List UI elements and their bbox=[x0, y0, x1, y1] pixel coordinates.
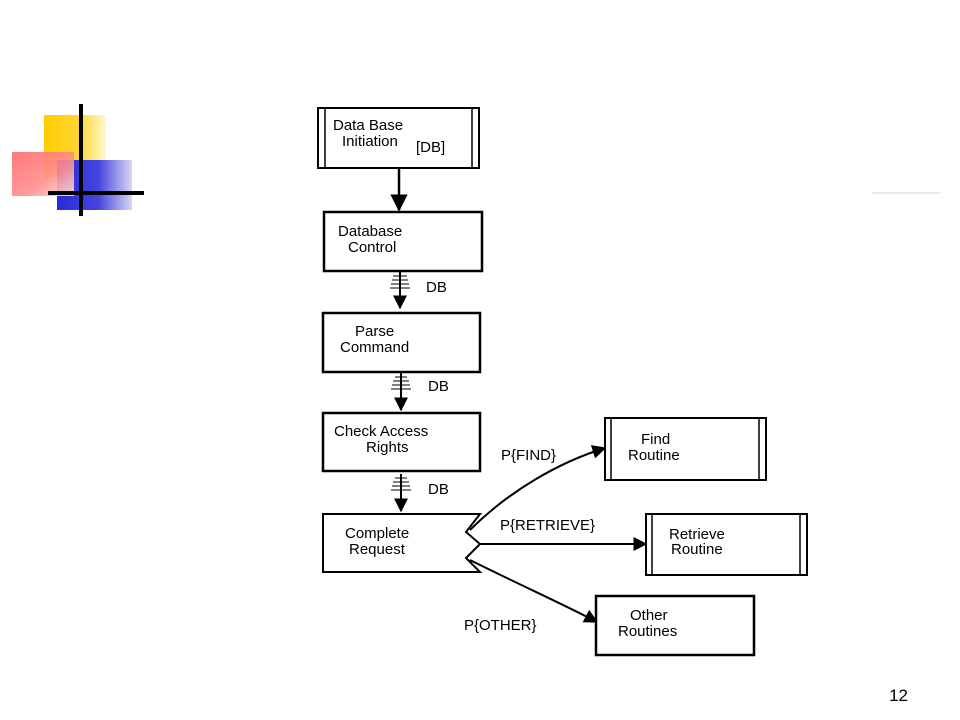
node-database-control-line2: Control bbox=[348, 239, 396, 256]
data-flow-db-2-label: DB bbox=[428, 378, 449, 395]
node-check-access-rights: Check Access Rights bbox=[321, 411, 482, 473]
node-find-routine: Find Routine bbox=[604, 417, 767, 481]
data-flow-db-2: DB bbox=[391, 373, 449, 412]
node-parse-command-line2: Command bbox=[340, 339, 409, 356]
node-other-routines: Other Routines bbox=[594, 594, 756, 657]
page-number: 12 bbox=[889, 686, 908, 705]
node-complete-request: Complete Request bbox=[322, 513, 483, 573]
node-database-control-line1: Database bbox=[338, 223, 402, 240]
logo-squares-icon bbox=[12, 104, 144, 216]
node-other-routines-line2: Routines bbox=[618, 623, 677, 640]
node-retrieve-routine-line1: Retrieve bbox=[669, 526, 725, 543]
node-check-access-line2: Rights bbox=[366, 439, 409, 456]
node-db-initiation-line2: Initiation bbox=[342, 133, 398, 150]
logo-horizontal-bar bbox=[48, 191, 144, 195]
node-db-initiation-line1: Data Base bbox=[333, 117, 403, 134]
node-find-routine-line1: Find bbox=[641, 431, 670, 448]
logo-vertical-bar bbox=[79, 104, 83, 216]
node-find-routine-line2: Routine bbox=[628, 447, 680, 464]
logo-red-square bbox=[12, 152, 74, 196]
node-retrieve-routine-line2: Routine bbox=[671, 541, 723, 558]
branch-arrow-find bbox=[469, 445, 607, 531]
node-parse-command: Parse Command bbox=[321, 311, 482, 374]
data-flow-db-3-label: DB bbox=[428, 481, 449, 498]
node-complete-request-line1: Complete bbox=[345, 525, 409, 542]
data-flow-db-1: DB bbox=[390, 272, 447, 310]
branch-label-retrieve: P{RETRIEVE} bbox=[500, 517, 595, 534]
data-flow-db-3: DB bbox=[391, 474, 449, 513]
data-flow-db-1-label: DB bbox=[426, 279, 447, 296]
node-db-initiation: Data Base Initiation [DB] bbox=[317, 107, 480, 169]
node-complete-request-line2: Request bbox=[349, 541, 406, 558]
node-other-routines-line1: Other bbox=[630, 607, 668, 624]
node-retrieve-routine: Retrieve Routine bbox=[645, 513, 808, 576]
branch-label-find: P{FIND} bbox=[501, 447, 556, 464]
node-check-access-line1: Check Access bbox=[334, 423, 428, 440]
branch-label-other: P{OTHER} bbox=[464, 617, 537, 634]
node-database-control: Database Control bbox=[322, 210, 484, 273]
faint-divider bbox=[872, 192, 940, 194]
node-parse-command-line1: Parse bbox=[355, 323, 394, 340]
branch-arrow-other bbox=[469, 559, 599, 623]
node-db-initiation-tag: [DB] bbox=[416, 139, 445, 156]
